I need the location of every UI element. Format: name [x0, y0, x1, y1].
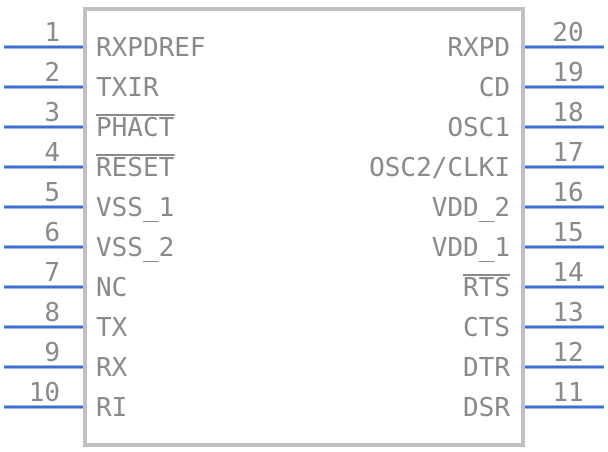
pin-lines	[4, 45, 604, 409]
pin-12-number: 12	[552, 338, 583, 368]
pin-19-number: 19	[552, 58, 583, 88]
pin-16-number: 16	[552, 178, 583, 208]
pin-10-number: 10	[29, 378, 60, 408]
pin-19-label-cd: CD	[479, 73, 510, 103]
pin-20-label-rxpd: RXPD	[447, 33, 510, 63]
pin-13-number: 13	[552, 298, 583, 328]
pin-11-label-dsr: DSR	[463, 393, 510, 423]
pin-13-label-cts: CTS	[463, 313, 510, 343]
pin-9-number: 9	[44, 338, 60, 368]
pin-2-number: 2	[44, 58, 60, 88]
pin-2-label-txir: TXIR	[96, 73, 159, 103]
pin-9-label-rx: RX	[96, 353, 128, 383]
pin-1-label-rxpdref: RXPDREF	[96, 33, 206, 63]
pin-7-label-nc: NC	[96, 273, 127, 303]
pin-5-label-vss-1: VSS_1	[96, 193, 174, 223]
chip-body	[83, 7, 525, 447]
pin-7-number: 7	[44, 258, 60, 288]
pin-14-label-rts: RTS	[463, 273, 510, 303]
pin-10-label-ri: RI	[96, 393, 127, 423]
pin-6-label-vss-2: VSS_2	[96, 233, 174, 263]
pin-15-label-vdd-1: VDD_1	[432, 233, 510, 263]
pin-1-number: 1	[44, 18, 60, 48]
pin-16-label-vdd-2: VDD_2	[432, 193, 510, 223]
pin-18-label-osc1: OSC1	[447, 113, 510, 143]
pin-5-number: 5	[44, 178, 60, 208]
pin-17-label-osc2-clki: OSC2/CLKI	[369, 153, 510, 183]
pin-17-number: 17	[552, 138, 583, 168]
pin-4-label-reset: RESET	[96, 153, 175, 183]
pin-12-label-dtr: DTR	[463, 353, 510, 383]
pin-3-number: 3	[44, 98, 60, 128]
pin-3-label-phact: PHACT	[96, 113, 175, 143]
pin-8-label-tx: TX	[96, 313, 128, 343]
pin-8-number: 8	[44, 298, 60, 328]
pin-6-number: 6	[44, 218, 60, 248]
pin-18-number: 18	[552, 98, 583, 128]
pin-20-number: 20	[552, 18, 583, 48]
pin-11-number: 11	[552, 378, 583, 408]
pin-14-number: 14	[552, 258, 583, 288]
pin-15-number: 15	[552, 218, 583, 248]
pin-4-number: 4	[44, 138, 60, 168]
